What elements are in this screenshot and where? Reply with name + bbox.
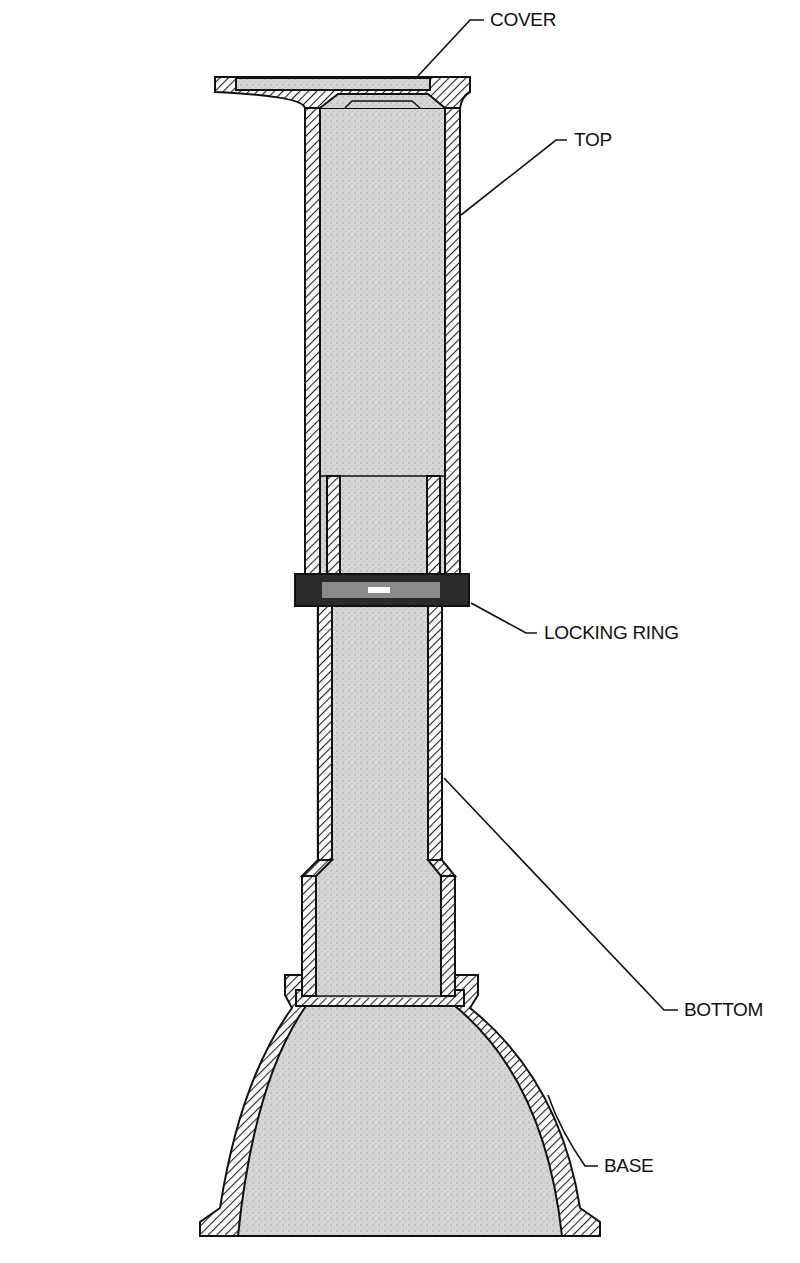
top-fill <box>320 100 445 576</box>
part-label: LOCKING RING <box>544 622 679 644</box>
cover-lug <box>320 94 445 108</box>
bottom-wall <box>318 606 332 860</box>
bottom-step <box>428 860 455 876</box>
bottom-step <box>302 860 332 876</box>
leader-line <box>418 20 484 76</box>
cover-collar <box>215 77 470 108</box>
leader-line <box>461 140 567 215</box>
top-sleeve <box>427 476 440 574</box>
part-label: COVER <box>490 9 556 31</box>
part-label: TOP <box>574 129 612 151</box>
bottom-wall <box>441 876 455 996</box>
top-wall <box>305 104 320 576</box>
base-fill <box>238 1006 562 1236</box>
cover-plate <box>236 78 430 90</box>
base-shell <box>200 975 600 1236</box>
bottom-wall <box>428 606 442 860</box>
locking-ring <box>295 574 469 606</box>
part-label: BOTTOM <box>684 999 763 1021</box>
leader-line <box>471 603 537 633</box>
bottom-wall <box>302 876 316 996</box>
locking-ring-core <box>322 582 440 598</box>
bottom-fill <box>316 606 441 998</box>
leader-line <box>444 778 678 1010</box>
leader-line <box>548 1095 598 1166</box>
top-sleeve <box>327 476 340 574</box>
part-label: BASE <box>604 1155 654 1177</box>
top-wall <box>445 104 460 576</box>
